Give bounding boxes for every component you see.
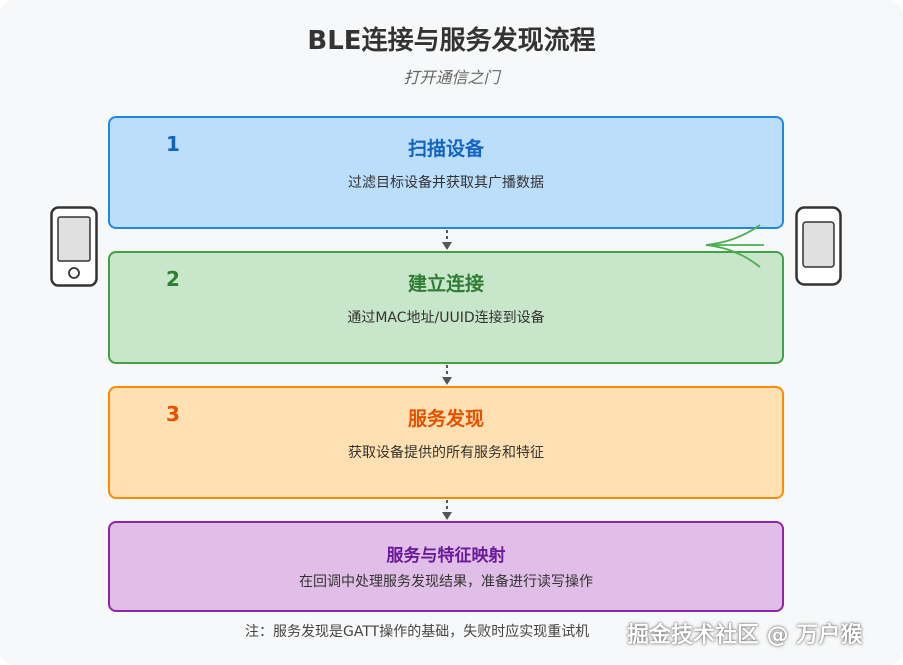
step-number: 1: [166, 132, 180, 156]
signal-arrow-icon: [705, 224, 764, 268]
watermark: 掘金技术社区 @ 万户猴: [627, 623, 863, 648]
step-description: 通过MAC地址/UUID连接到设备: [347, 310, 545, 326]
step-number: 3: [166, 402, 180, 426]
connector-arrow: [442, 500, 452, 520]
step-name: 服务发现: [407, 408, 484, 430]
diagram-title: BLE连接与服务发现流程: [307, 26, 596, 56]
step-description: 在回调中处理服务发现结果，准备进行读写操作: [299, 574, 593, 590]
footnote: 注：服务发现是GATT操作的基础，失败时应实现重试机: [245, 624, 590, 640]
step-scan-devices: 1 扫描设备 过滤目标设备并获取其广播数据: [108, 116, 784, 229]
step-description: 获取设备提供的所有服务和特征: [348, 445, 544, 461]
connector-arrow: [442, 230, 452, 250]
phone-icon: [50, 206, 98, 287]
step-number: 2: [166, 267, 180, 291]
connector-arrow: [442, 365, 452, 385]
step-description: 过滤目标设备并获取其广播数据: [348, 175, 544, 191]
diagram-subtitle: 打开通信之门: [403, 68, 500, 87]
step-service-discovery: 3 服务发现 获取设备提供的所有服务和特征: [108, 386, 784, 499]
step-name: 扫描设备: [407, 138, 484, 160]
ble-device-icon: [795, 206, 842, 286]
step-service-characteristic-mapping: 服务与特征映射 在回调中处理服务发现结果，准备进行读写操作: [108, 521, 784, 612]
step-establish-connection: 2 建立连接 通过MAC地址/UUID连接到设备: [108, 251, 784, 364]
step-name: 服务与特征映射: [386, 546, 506, 566]
step-name: 建立连接: [407, 273, 484, 295]
